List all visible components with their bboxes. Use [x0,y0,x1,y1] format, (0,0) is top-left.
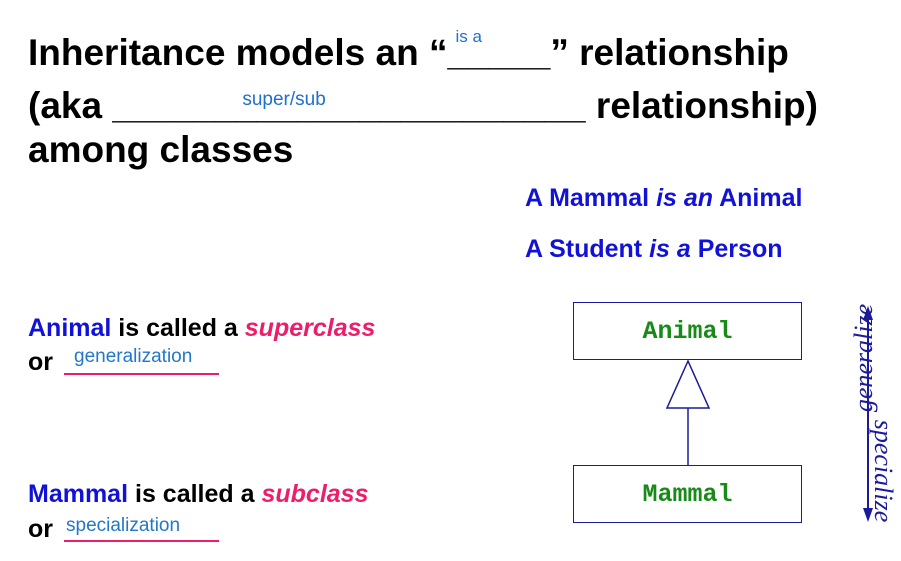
generalize-label: generalize [849,303,878,413]
title-line-1: Inheritance models an “is a_____” relati… [28,28,789,73]
example-1-d: Animal [713,184,803,212]
title-line-2-post: relationship) [585,85,818,126]
superclass-fill: generalization [74,346,193,367]
superclass-term: superclass [244,314,376,342]
uml-class-animal: Animal [573,302,802,360]
uml-class-mammal: Mammal [573,465,802,523]
inheritance-triangle-icon [665,359,711,409]
superclass-or: or [28,348,53,376]
superclass-statement: Animal is called a superclass [28,314,375,343]
example-1-a: A [525,184,550,212]
example-2-d: Person [690,235,783,263]
example-1-b: Mammal [549,184,657,212]
example-student-person: A Student is a Person [525,235,782,264]
subclass-fill: specialization [66,515,181,536]
title-line-2: (aka super/sub_______________________ re… [28,87,818,124]
subclass-or: or [28,515,53,543]
subclass-mid: is called a [128,480,262,508]
subclass-blank-line [64,540,219,542]
blank-is-a-fill: is a [455,27,482,46]
blank-is-a: is a_____ [447,28,551,73]
example-2-c: is a [649,235,691,263]
title-line-3: among classes [28,129,294,170]
example-2-a: A [525,235,550,263]
subclass-statement: Mammal is called a subclass [28,480,368,509]
blank-super-sub-line: _______________________ [112,85,586,126]
superclass-mid: is called a [111,314,245,342]
example-2-b: Student [549,235,650,263]
title-line-2-pre: (aka [28,85,113,126]
title-line-1-pre: Inheritance models an “ [28,32,448,73]
superclass-name: Animal [28,314,112,342]
subclass-name: Mammal [28,480,129,508]
example-1-c: is an [656,184,714,212]
superclass-blank-line [64,373,219,375]
subclass-term: subclass [261,480,369,508]
blank-super-sub-fill: super/sub [242,89,326,110]
title-line-1-post: ” relationship [550,32,789,73]
example-mammal-animal: A Mammal is an Animal [525,184,802,213]
specialize-label: specialize [869,419,898,523]
blank-is-a-line: _____ [447,32,551,73]
blank-super-sub: super/sub_______________________ [112,87,585,124]
